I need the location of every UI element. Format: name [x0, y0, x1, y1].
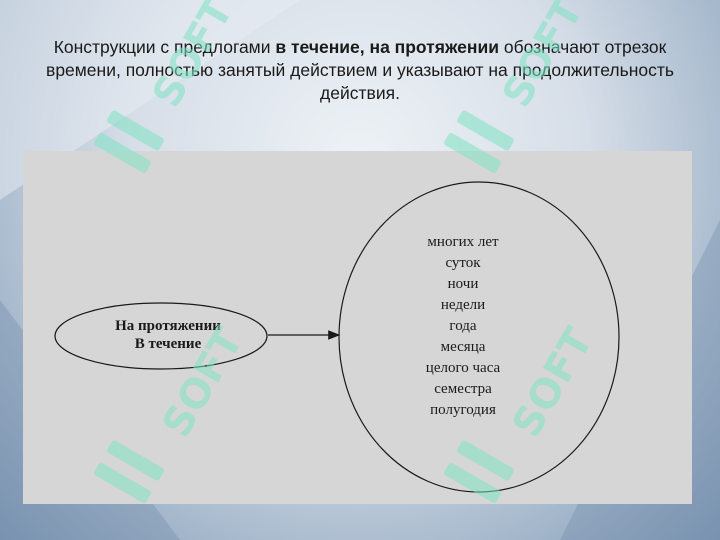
circle-item: месяца [440, 339, 486, 355]
heading-text-bold: в течение, на протяжении [275, 37, 499, 57]
heading-text-start: Конструкции с предлогами [53, 37, 276, 57]
source-oval [54, 302, 268, 370]
diagram-panel: На протяжении В течение многих лет суток… [23, 151, 692, 504]
circle-list: многих лет суток ночи недели года месяца… [375, 232, 551, 421]
circle-item: целого часа [425, 360, 501, 376]
oval-line: На протяжении [115, 318, 221, 334]
circle-item: полугодия [430, 402, 496, 418]
circle-item: ночи [447, 276, 479, 292]
circle-item: суток [445, 255, 481, 271]
slide-heading: Конструкции с предлогами в течение, на п… [30, 36, 690, 105]
circle-item: недели [440, 297, 486, 313]
circle-item: года [449, 318, 477, 334]
heading-text-end: обозначают отрезок времени, полностью за… [46, 37, 674, 103]
circle-item: многих лет [427, 234, 499, 250]
oval-line: В течение [134, 336, 202, 352]
oval-label: На протяжении В течение [83, 317, 253, 353]
circle-item: семестра [434, 381, 492, 397]
